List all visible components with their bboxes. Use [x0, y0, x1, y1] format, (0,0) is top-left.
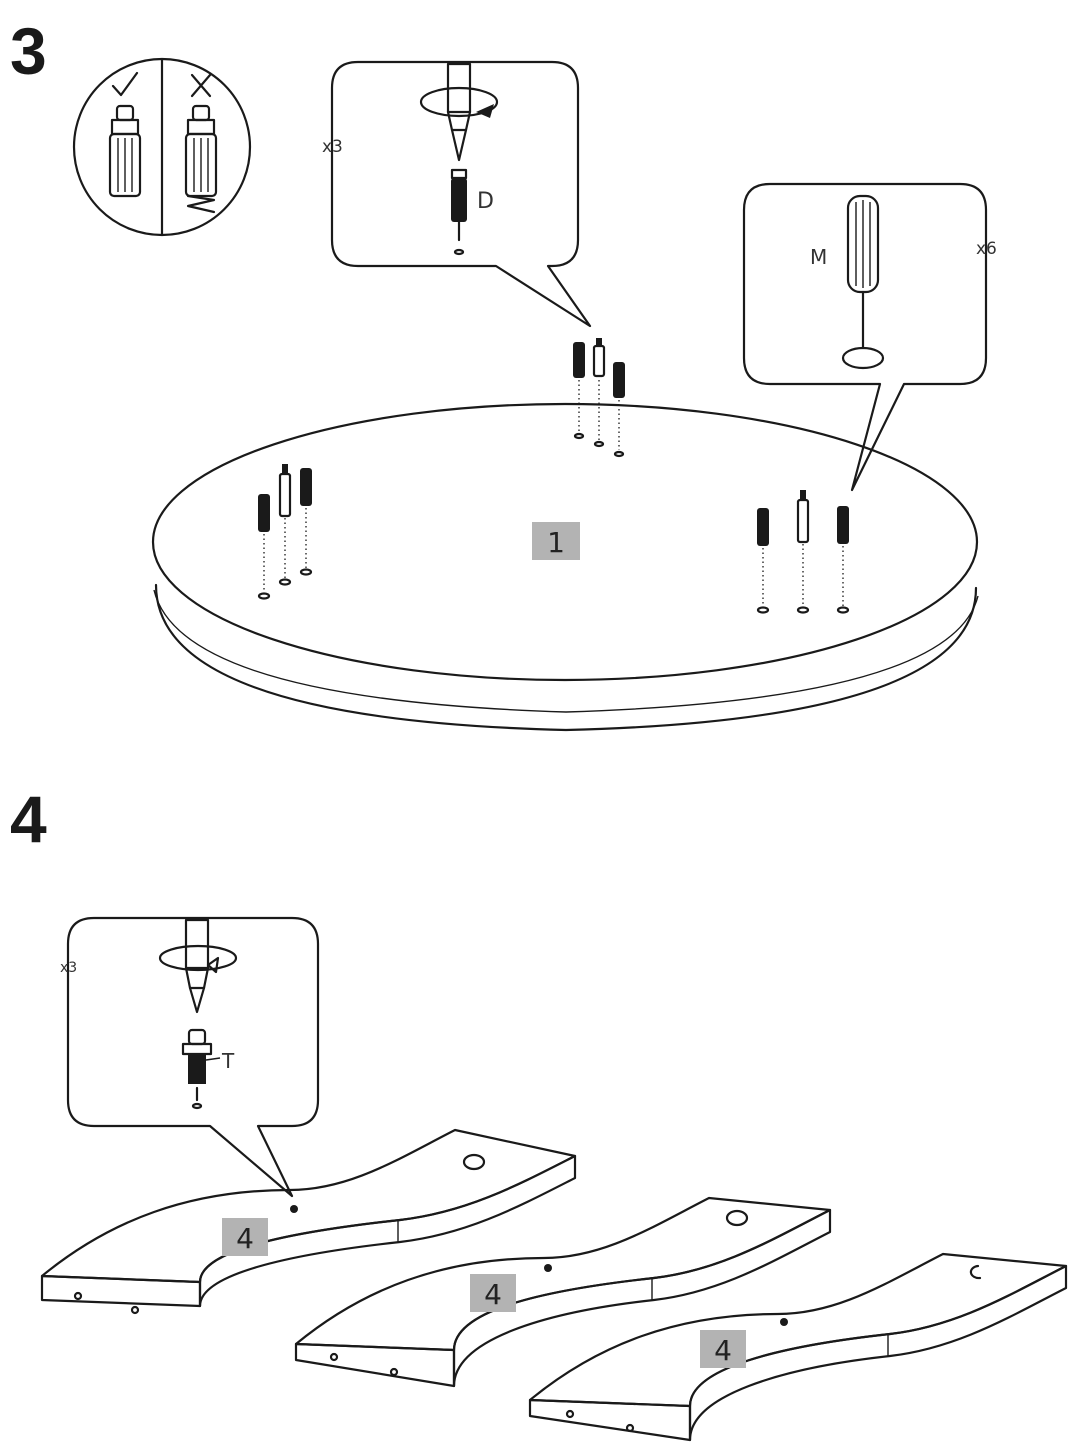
fittings-top	[573, 338, 625, 458]
fittings-right	[756, 490, 850, 614]
panel-4b-label: 4	[484, 1278, 502, 1311]
dowel-m-icon	[841, 194, 885, 370]
screw-callout: x3 D	[322, 60, 592, 328]
fittings-left	[257, 464, 313, 600]
leg-panel-3	[528, 1252, 1068, 1442]
leg-panel-2	[294, 1196, 832, 1388]
dowel-qty-label: x6	[976, 239, 997, 259]
panel-4a-label: 4	[236, 1222, 254, 1255]
screw-d-icon	[450, 168, 468, 256]
step-3-number: 3	[10, 14, 47, 88]
check-icon	[111, 71, 139, 97]
cam-screw-callout: x3 T	[60, 916, 320, 1198]
cam-qty-label: x3	[60, 960, 77, 976]
dowel-part-label: M	[810, 245, 827, 269]
panel-4a-tag	[222, 1218, 268, 1256]
screwdriver-icon	[419, 62, 499, 162]
panel-1-label: 1	[547, 526, 565, 559]
dowel-callout: x6 M	[742, 182, 997, 492]
cam-part-label: T	[221, 1049, 235, 1073]
screw-incorrect-icon	[184, 104, 218, 214]
cross-icon	[190, 73, 212, 98]
step-4-number: 4	[10, 782, 47, 856]
panel-4c-label: 4	[714, 1334, 732, 1367]
screw-qty-label: x3	[322, 137, 343, 157]
panel-4c-tag	[700, 1330, 746, 1368]
round-tabletop-panel	[151, 402, 979, 732]
cam-screw-t-icon	[181, 1028, 221, 1110]
panel-4b-tag	[470, 1274, 516, 1312]
screw-part-label: D	[477, 189, 494, 214]
dowel-orientation-callout	[72, 57, 252, 237]
panel-1-tag	[532, 522, 580, 560]
screwdriver-icon-2	[158, 918, 238, 1014]
screw-correct-icon	[108, 104, 142, 198]
leg-panel-1	[40, 1128, 577, 1315]
